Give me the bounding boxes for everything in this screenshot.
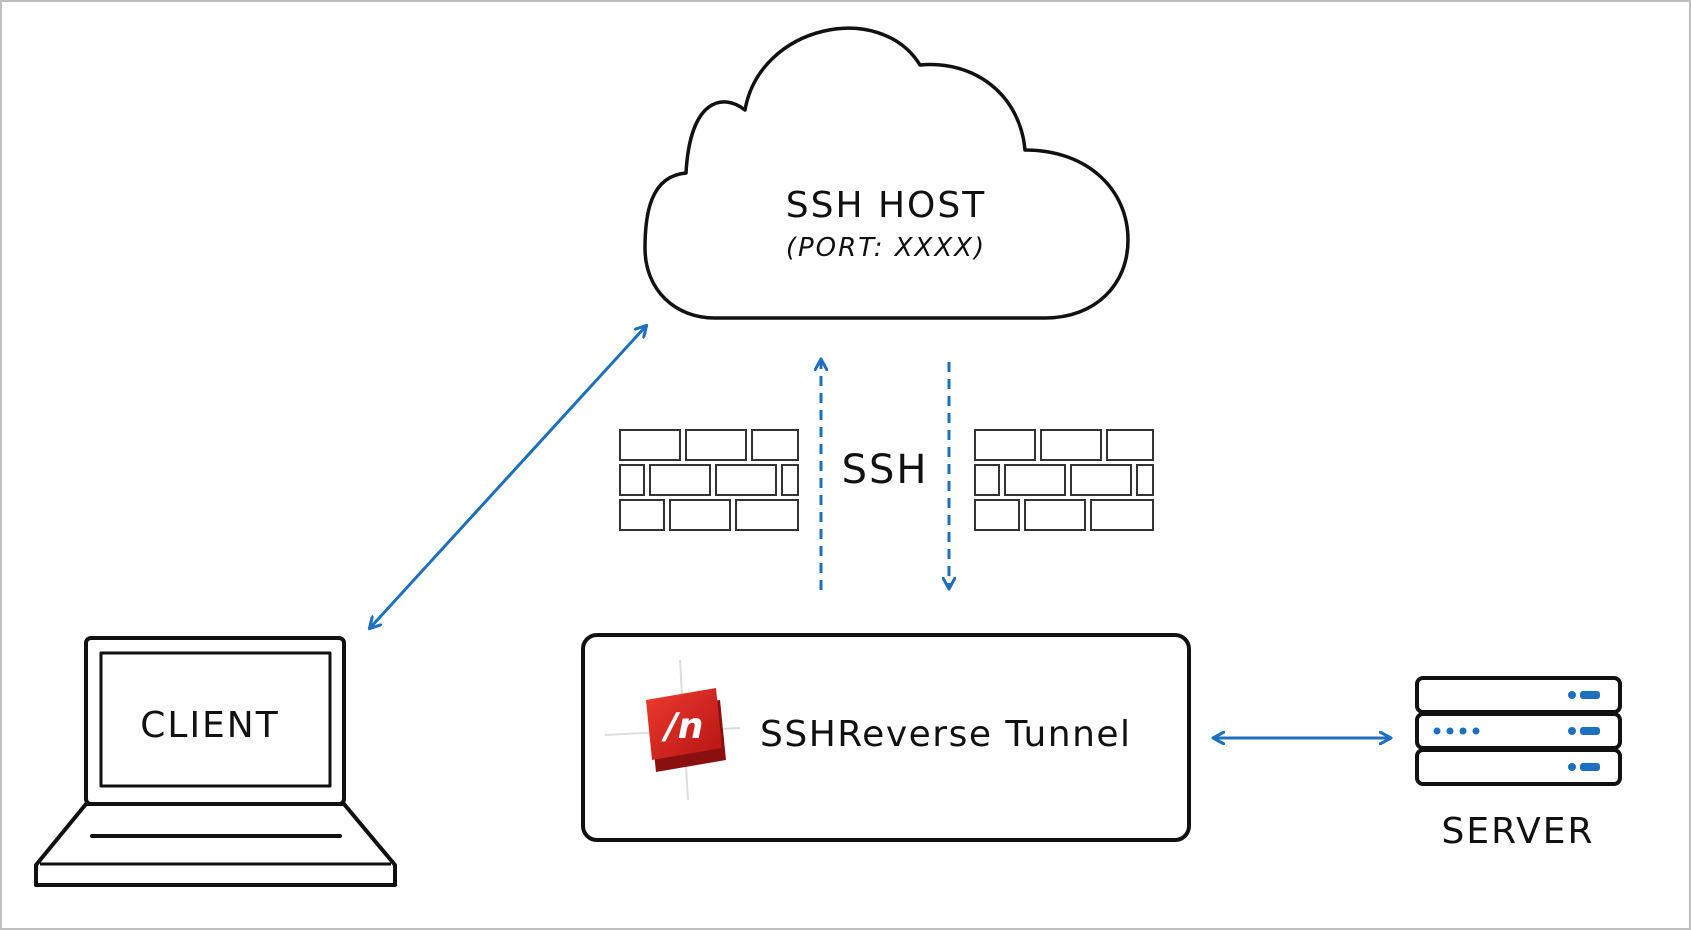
cloud-subtitle: (PORT: XXXX)	[786, 233, 986, 263]
client-label: CLIENT	[140, 705, 279, 746]
cloud-title: SSH HOST	[786, 185, 986, 226]
app-box-label: SSHReverse Tunnel	[760, 714, 1132, 755]
ssh-host-cloud: SSH HOST (PORT: XXXX)	[643, 26, 1130, 320]
client-laptop-icon	[34, 636, 397, 887]
app-logo-letter: /n	[661, 706, 704, 747]
app-logo-icon: /n	[604, 659, 741, 801]
firewall-right-icon	[974, 429, 1154, 531]
ssh-tunnel-label: SSH	[842, 447, 929, 493]
server-label: SERVER	[1441, 811, 1594, 852]
firewall-left-icon	[619, 429, 799, 531]
client-host-arrow	[370, 326, 646, 628]
cloud-icon	[643, 26, 1130, 320]
server-icon	[1415, 676, 1622, 786]
ssh-reverse-tunnel-box: /n SSHReverse Tunnel	[581, 633, 1191, 842]
